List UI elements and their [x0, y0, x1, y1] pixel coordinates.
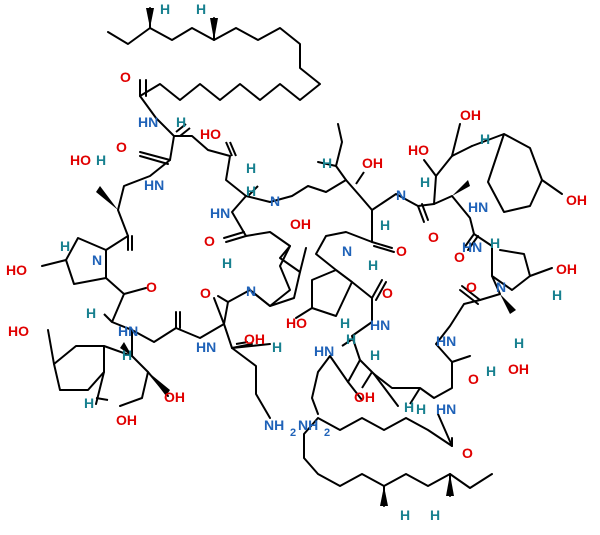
ho-left-pro: HO	[6, 262, 27, 278]
nh2-right-sub: 2	[324, 427, 330, 439]
oh-center-2: OH	[354, 389, 375, 405]
h-left-pro: H	[60, 238, 70, 254]
o-amide-right-3: O	[468, 371, 479, 387]
h-right-thr: H	[514, 335, 524, 351]
hn-acyl-top: HN	[138, 114, 158, 130]
o-carbonyl-acyl-top: O	[120, 69, 131, 85]
n-right-pro: N	[496, 279, 506, 295]
nh2-left: NH	[264, 417, 284, 433]
hn-left-2: HN	[210, 205, 230, 221]
h-bottom-2: H	[430, 507, 440, 523]
oh-right-thr: OH	[508, 361, 529, 377]
h-center-alpha: H	[272, 339, 282, 355]
h-right-alpha: H	[486, 363, 496, 379]
hn-right-1: HN	[468, 199, 488, 215]
n-left-pro: N	[92, 252, 102, 268]
h-center-pro-3: H	[340, 315, 350, 331]
oh-center-1: OH	[244, 331, 265, 347]
n-center-pro: N	[246, 283, 256, 299]
h-thr-left: H	[96, 152, 106, 168]
h-tyr-left: H	[122, 347, 132, 363]
h-center-1: H	[346, 331, 356, 347]
h-center-pro: H	[222, 255, 232, 271]
h-center-pro-2: H	[368, 257, 378, 273]
hn-right-3: HN	[436, 333, 456, 349]
ho-center-pro: HO	[286, 315, 307, 331]
oh-pro-top: OH	[290, 216, 311, 232]
stereo-wedges	[96, 8, 516, 506]
h-right-top: H	[380, 217, 390, 233]
ho-phenol-left: HO	[8, 323, 29, 339]
atom-labels: H H O HN H HO HO H O HN H N H OH H HO OH…	[6, 1, 587, 523]
h-link-top: H	[246, 183, 256, 199]
hn-right-2: HN	[462, 239, 482, 255]
hn-acyl-bottom: HN	[436, 401, 456, 417]
o-amide-top-left: O	[204, 233, 215, 249]
h-aminal-top: H	[246, 160, 256, 176]
ho-thr-left: HO	[70, 152, 91, 168]
o-amide-left-2: O	[146, 279, 157, 295]
nh2-right: NH	[298, 417, 318, 433]
n-center-pro-2: N	[342, 243, 352, 259]
n-right-top: N	[396, 187, 406, 203]
ho-tyr-right: HO	[408, 142, 429, 158]
h-top-mid: H	[322, 155, 332, 171]
h-tyr-right-2: H	[480, 131, 490, 147]
h-center-2: H	[370, 347, 380, 363]
oh-tyr-left-2: OH	[116, 412, 137, 428]
h-left-pro-2: H	[86, 305, 96, 321]
hn-center-1: HN	[196, 339, 216, 355]
h-center-3: H	[404, 399, 414, 415]
hn-center-3: HN	[314, 343, 334, 359]
o-amide-mid-2: O	[428, 229, 439, 245]
h-top-1: H	[160, 1, 170, 17]
h-alpha-top: H	[176, 114, 186, 130]
o-amide-center-1: O	[200, 285, 211, 301]
h-tyr-left-2: H	[84, 395, 94, 411]
o-carbonyl-acyl-bottom: O	[462, 445, 473, 461]
oh-tyr-right: OH	[460, 107, 481, 123]
oh-tyr-left: OH	[164, 389, 185, 405]
o-amide-center-2: O	[382, 285, 393, 301]
o-amide-right-2: O	[466, 279, 477, 295]
o-amide-mid-3: O	[454, 249, 465, 265]
o-amide-left: O	[116, 139, 127, 155]
h-right-pro: H	[490, 235, 500, 251]
h-bottom-alpha: H	[416, 401, 426, 417]
hn-center-2: HN	[370, 317, 390, 333]
h-tyr-right: H	[420, 174, 430, 190]
h-top-2: H	[196, 1, 206, 17]
nh2-left-sub: 2	[290, 427, 296, 439]
oh-right-pro: OH	[556, 261, 577, 277]
oh-phenol-right: OH	[566, 192, 587, 208]
stereo-hash-bonds	[95, 123, 421, 405]
h-bottom-1: H	[400, 507, 410, 523]
h-right-pro-2: H	[552, 287, 562, 303]
ho-ring-top: HO	[200, 126, 221, 142]
hn-left-1: HN	[144, 177, 164, 193]
hn-left-3: HN	[118, 323, 138, 339]
oh-top-mid: OH	[362, 155, 383, 171]
o-amide-mid-1: O	[396, 243, 407, 259]
n-link-top: N	[270, 193, 280, 209]
